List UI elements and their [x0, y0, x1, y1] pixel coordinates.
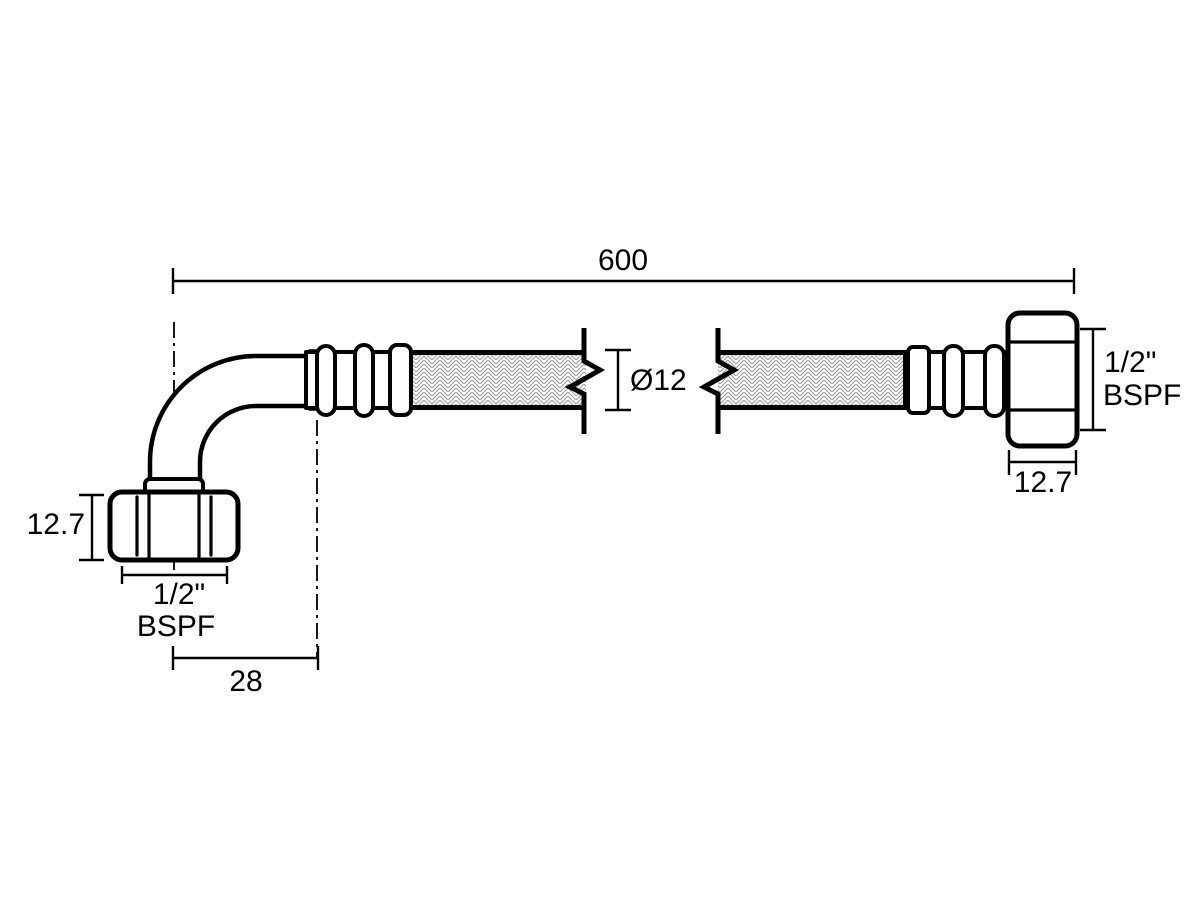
right-crimp-ferrule [903, 344, 1011, 418]
right-hex-nut [1005, 310, 1080, 449]
hose-left-section [408, 350, 586, 410]
ferrule-bump [353, 343, 375, 418]
ferrule-band [906, 345, 931, 415]
dim-right-nut-width: 12.7 [1007, 450, 1078, 499]
elbow-tube [147, 353, 315, 484]
dim-left-nut-height-value: 12.7 [27, 508, 85, 541]
dim-left-nut-height: 12.7 [27, 493, 104, 562]
ferrule-bump [983, 344, 1006, 418]
left-crimp-ferrule [304, 343, 413, 418]
dim-right-thread-type: BSPF [1103, 379, 1181, 412]
hose-braid [408, 350, 586, 410]
dim-right-nut-width-value: 12.7 [1014, 466, 1072, 499]
dim-hose-diameter-value: Ø12 [630, 364, 687, 397]
hose-right-section [718, 350, 910, 410]
break-line-left [564, 328, 606, 434]
dim-left-thread-type: BSPF [137, 610, 215, 643]
dim-elbow-offset: 28 [171, 646, 320, 698]
left-elbow-fitting [107, 349, 319, 563]
nut-body [1005, 310, 1080, 449]
ferrule-bump [942, 344, 965, 418]
dim-overall-length: 600 [171, 244, 1076, 294]
dim-right-thread-size: 1/2" [1104, 346, 1156, 379]
dim-left-thread-size: 1/2" [153, 578, 205, 611]
dim-overall-length-value: 600 [598, 244, 648, 277]
dim-hose-diameter: Ø12 [605, 348, 687, 412]
dim-left-thread: 1/2" BSPF [120, 566, 229, 643]
dim-elbow-offset-value: 28 [229, 665, 262, 698]
left-hex-nut [107, 489, 241, 563]
dim-right-thread: 1/2" BSPF [1080, 327, 1181, 432]
hose-braid [718, 350, 910, 410]
ferrule-bump [388, 343, 413, 417]
ferrule-bump [315, 344, 337, 417]
break-line-right [698, 328, 740, 434]
